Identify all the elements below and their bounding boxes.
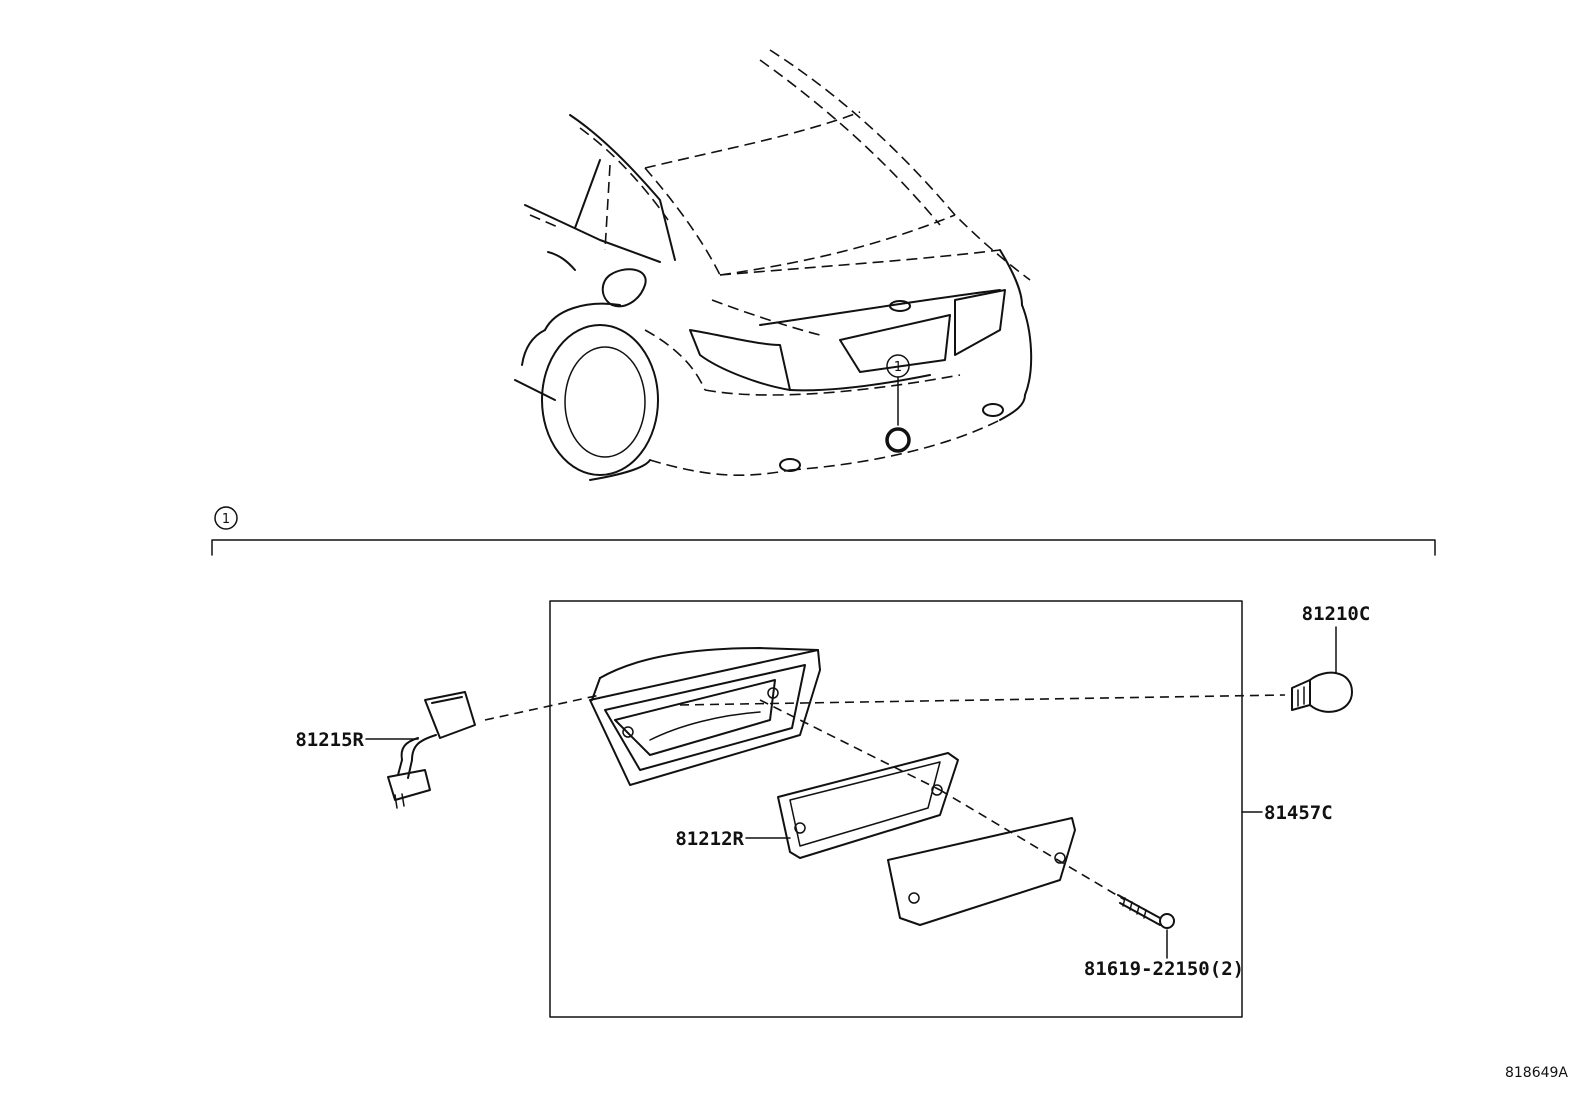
label-81619-22150: 81619-22150(2) <box>1084 958 1244 980</box>
lamp-housing-illustration <box>589 647 821 786</box>
car-rear-illustration: 1 <box>514 49 1033 481</box>
lamp-location-marker <box>885 427 911 453</box>
label-81215R: 81215R <box>295 729 364 751</box>
lens-illustration <box>887 817 1076 926</box>
bulb-illustration <box>1291 626 1353 713</box>
section-bracket: 1 <box>211 506 1436 556</box>
diagram-reference-code: 818649A <box>1505 1065 1568 1081</box>
callout-number: 1 <box>894 360 902 375</box>
label-81212R: 81212R <box>675 828 744 850</box>
assembly-frame <box>549 600 1243 1018</box>
label-81210C: 81210C <box>1302 603 1371 625</box>
socket-wire-illustration <box>387 691 476 809</box>
label-81457C: 81457C <box>1264 802 1333 824</box>
gasket-illustration <box>777 752 959 859</box>
alignment-lines <box>484 694 1286 901</box>
screw-illustration <box>1117 894 1175 959</box>
section-callout-number: 1 <box>222 512 230 527</box>
